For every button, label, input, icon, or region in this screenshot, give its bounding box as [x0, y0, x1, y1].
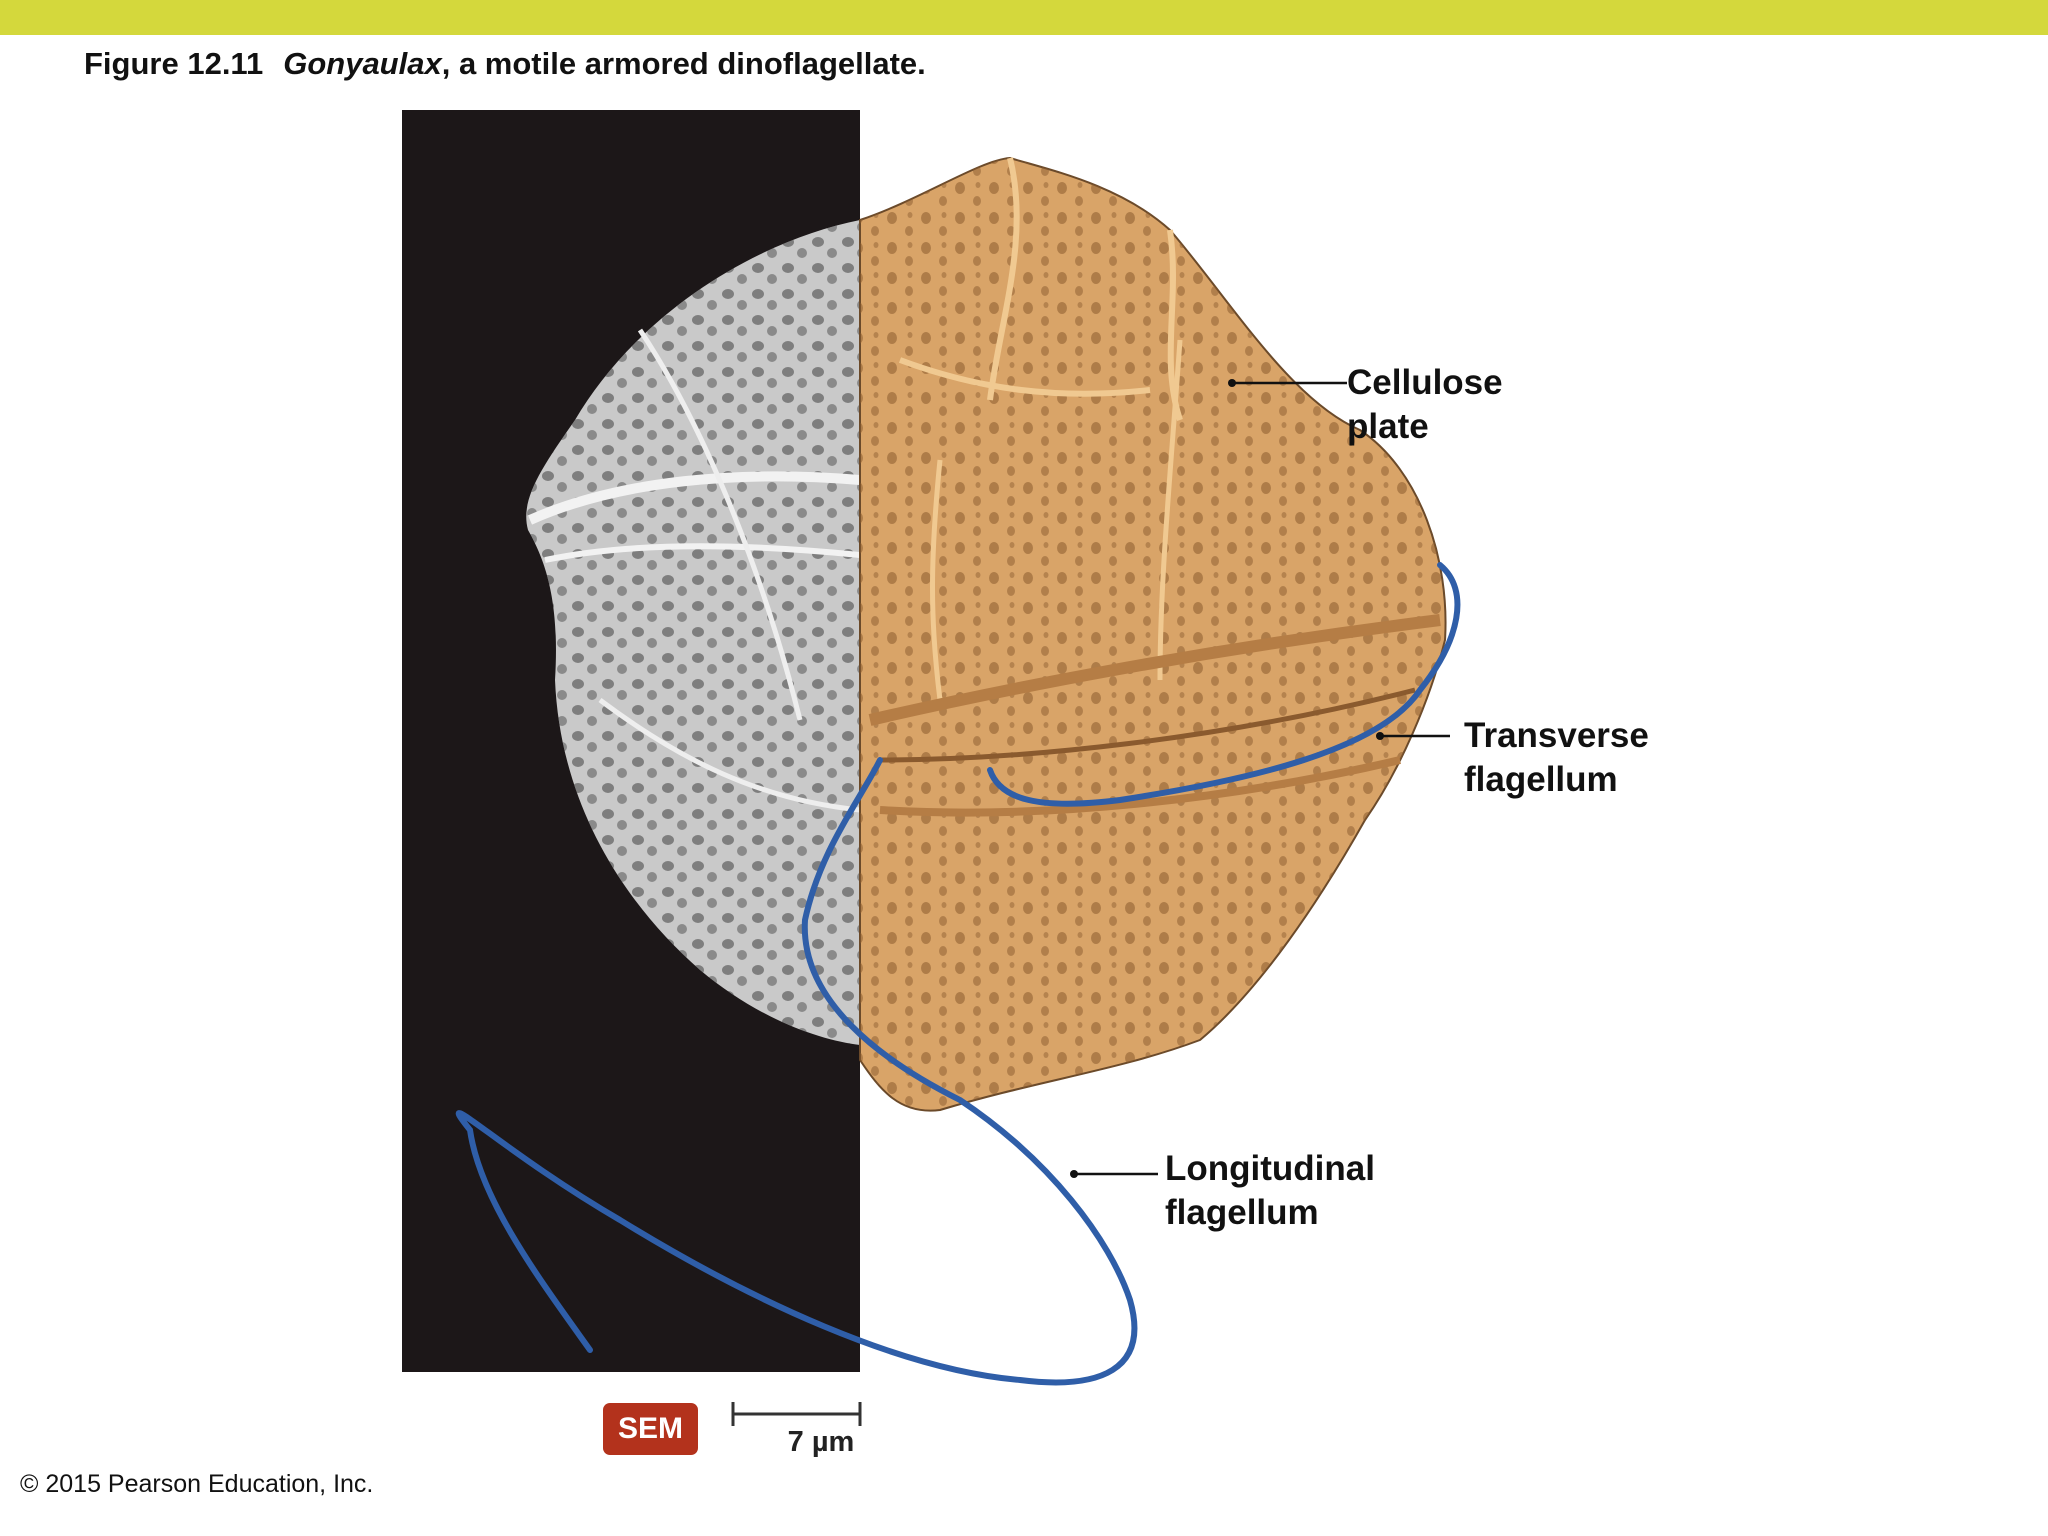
sem-badge: SEM — [603, 1403, 698, 1455]
scale-bar-label: 7 µm — [787, 1426, 855, 1458]
scale-bar — [731, 1402, 862, 1426]
figure-caption: , a motile armored dinoflagellate. — [441, 46, 926, 81]
sem-cell — [526, 220, 860, 1045]
transverse-flagellum — [987, 562, 1461, 807]
accent-bar — [0, 0, 2048, 35]
label-cellulose-plate: Cellulose plate — [1347, 363, 1503, 446]
label-transverse-flagellum: Transverse flagellum — [1464, 716, 1649, 799]
cellulose-plate-dot — [1228, 379, 1236, 387]
transverse-flagellum-dot — [1376, 732, 1384, 740]
figure-genus: Gonyaulax — [283, 46, 442, 81]
longitudinal-flagellum — [455, 757, 1138, 1386]
figure-number: Figure 12.11 — [84, 46, 264, 81]
label-longitudinal-flagellum: Longitudinal flagellum — [1165, 1149, 1375, 1232]
illustrated-cell — [859, 156, 1447, 1112]
copyright-notice: © 2015 Pearson Education, Inc. — [20, 1470, 374, 1498]
figure-title: Figure 12.11 Gonyaulax, a motile armored … — [84, 46, 926, 82]
longitudinal-flagellum-dot — [1070, 1170, 1078, 1178]
